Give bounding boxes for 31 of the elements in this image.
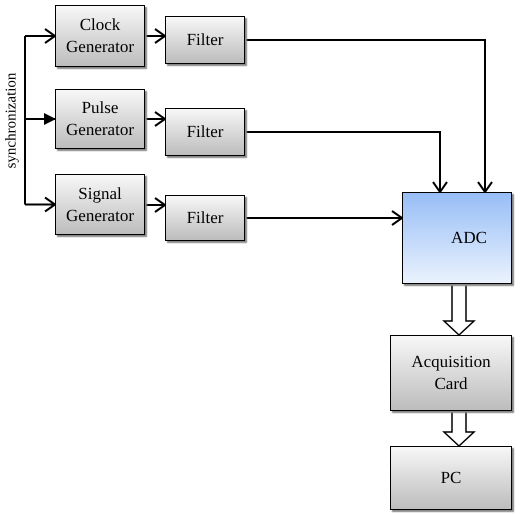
process-box bbox=[165, 108, 245, 156]
box-label: Pulse Generator bbox=[65, 97, 135, 141]
arrow bbox=[25, 28, 56, 44]
text-label: synchronization bbox=[4, 72, 20, 170]
arrow bbox=[145, 111, 166, 127]
process-box bbox=[390, 446, 512, 510]
block-arrow bbox=[442, 283, 476, 336]
process-box bbox=[390, 335, 512, 411]
arrow bbox=[25, 196, 56, 212]
sync-line bbox=[24, 36, 26, 204]
process-box bbox=[55, 5, 145, 67]
process-box bbox=[55, 174, 145, 235]
process-box bbox=[165, 16, 245, 64]
arrow bbox=[145, 28, 166, 44]
process-box bbox=[165, 195, 245, 241]
block-arrow bbox=[442, 410, 476, 448]
box-label: Filter bbox=[186, 121, 224, 143]
box-label: Clock Generator bbox=[65, 14, 135, 58]
box-label: Filter bbox=[186, 29, 224, 51]
arrow bbox=[245, 39, 493, 193]
box-label: Signal Generator bbox=[65, 182, 135, 226]
process-box bbox=[55, 89, 145, 149]
process-box bbox=[402, 192, 512, 284]
box-label: PC bbox=[440, 467, 462, 489]
arrow bbox=[245, 210, 403, 226]
arrow bbox=[145, 197, 166, 213]
arrow bbox=[245, 131, 448, 193]
box-label: Filter bbox=[186, 207, 224, 229]
arrow bbox=[25, 113, 56, 125]
box-label: Acquisition Card bbox=[410, 351, 492, 395]
box-label: ADC bbox=[450, 227, 488, 249]
